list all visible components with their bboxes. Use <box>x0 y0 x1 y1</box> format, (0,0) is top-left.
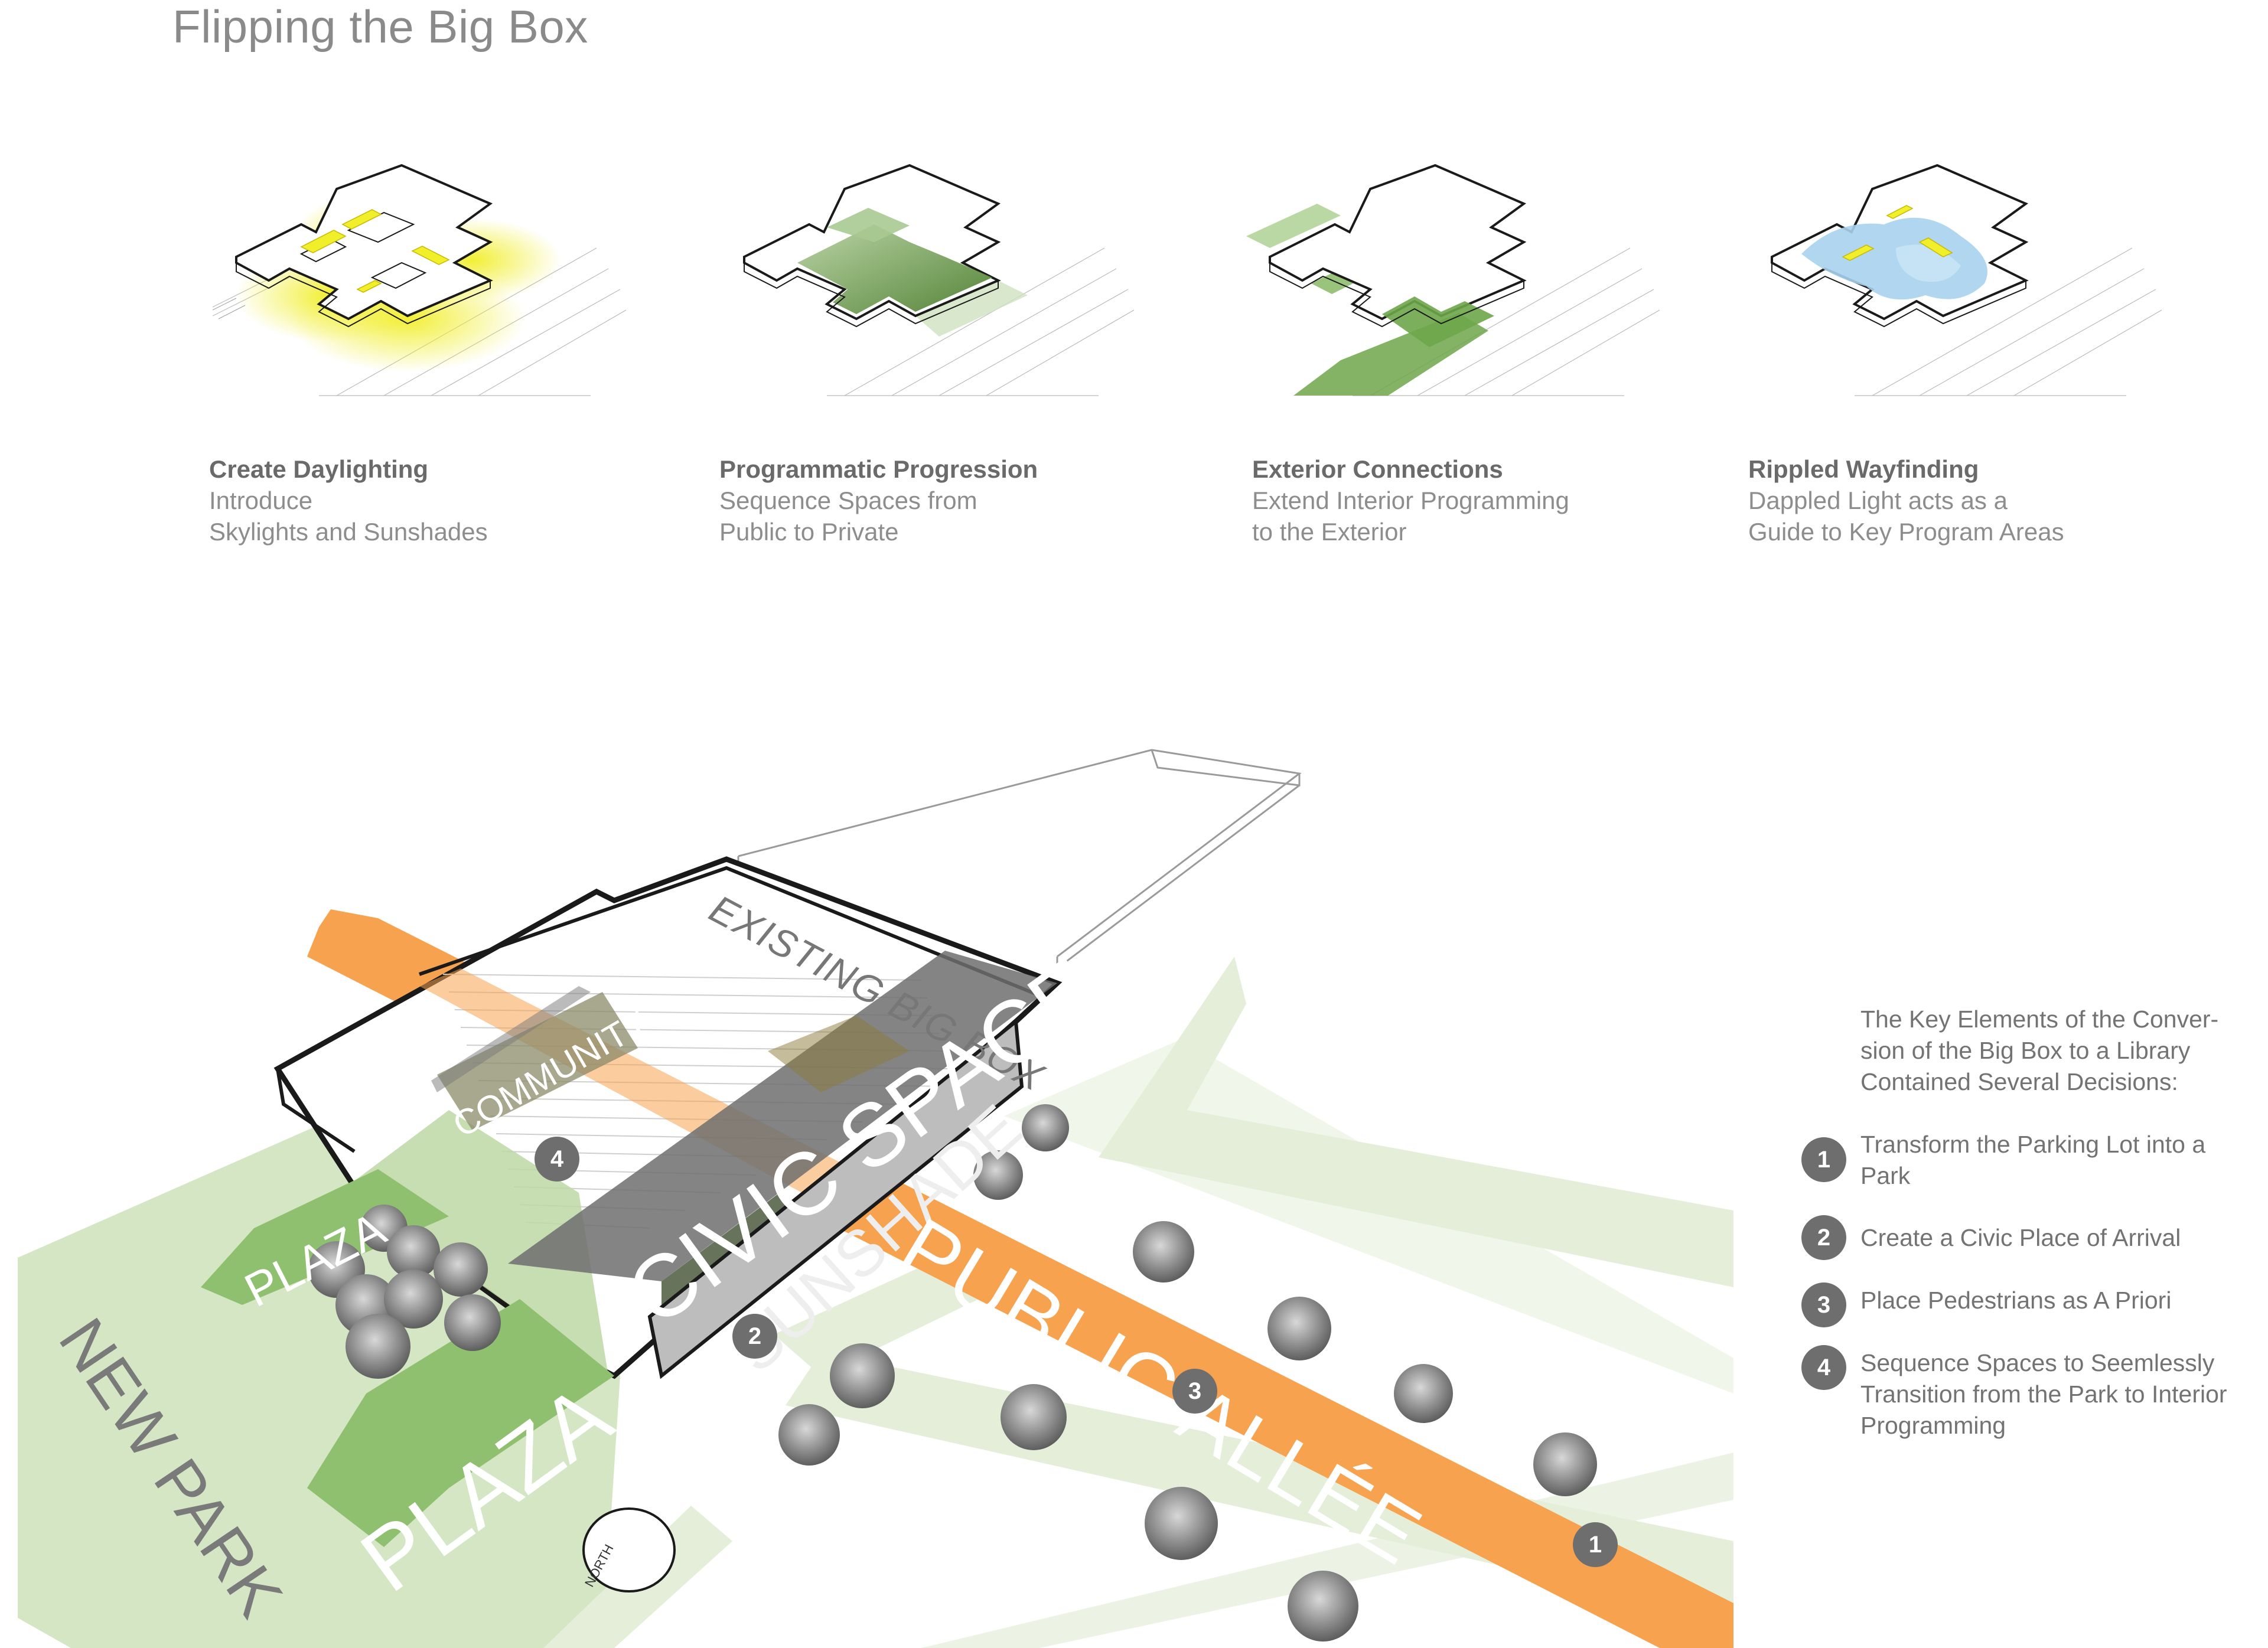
legend-number-badge: 2 <box>1801 1215 1846 1260</box>
caption-line: Guide to Key Program Areas <box>1748 518 2064 546</box>
north-arrow <box>582 1507 676 1592</box>
caption-line: Introduce <box>209 487 313 514</box>
legend-intro-line: Contained Several Decisions: <box>1860 1068 2178 1095</box>
exterior-connections-diagram <box>1246 164 1660 396</box>
caption-line: Dappled Light acts as a <box>1748 487 2008 514</box>
community-block <box>437 992 638 1131</box>
legend-item-text: Create a Civic Place of Arrival <box>1860 1222 2181 1254</box>
caption-exterior-connections: Exterior Connections Extend Interior Pro… <box>1252 453 1569 547</box>
plaza-arrow-small <box>201 1169 449 1305</box>
legend-item-line: Park <box>1860 1162 1911 1189</box>
caption-line: Extend Interior Programming <box>1252 487 1569 514</box>
caption-heading: Programmatic Progression <box>719 455 1038 483</box>
page-title: Flipping the Big Box <box>172 1 588 53</box>
legend-intro-line: The Key Elements of the Conver- <box>1860 1006 2219 1033</box>
caption-heading: Exterior Connections <box>1252 455 1503 483</box>
legend-intro: The Key Elements of the Conver- sion of … <box>1860 1004 2218 1098</box>
marker-1: 1 <box>1573 1522 1618 1567</box>
legend-item-line: Transition from the Park to Interior <box>1860 1381 2227 1408</box>
caption-rippled-wayfinding: Rippled Wayfinding Dappled Light acts as… <box>1748 453 2064 547</box>
daylighting-diagram <box>213 164 626 396</box>
programmatic-progression-diagram <box>743 164 1134 396</box>
trees <box>308 1104 1597 1642</box>
caption-heading: Rippled Wayfinding <box>1748 455 1979 483</box>
marker-4: 4 <box>535 1137 579 1182</box>
legend-item-text: Transform the Parking Lot into a Park <box>1860 1129 2205 1192</box>
legend-number-badge: 3 <box>1801 1282 1846 1327</box>
marker-2: 2 <box>732 1314 777 1359</box>
caption-line: Public to Private <box>719 518 899 546</box>
legend-item-line: Create a Civic Place of Arrival <box>1860 1224 2181 1251</box>
legend-number-badge: 1 <box>1801 1137 1846 1182</box>
caption-line: Skylights and Sunshades <box>209 518 488 546</box>
legend-item-line: Sequence Spaces to Seemlessly <box>1860 1349 2215 1376</box>
legend-item-line: Transform the Parking Lot into a <box>1860 1131 2206 1158</box>
marker-3: 3 <box>1172 1369 1217 1414</box>
legend-item-text: Place Pedestrians as A Priori <box>1860 1285 2171 1316</box>
sunshade-wall <box>647 1018 1024 1379</box>
legend-intro-line: sion of the Big Box to a Library <box>1860 1037 2191 1064</box>
legend-item-text: Sequence Spaces to Seemlessly Transition… <box>1860 1347 2227 1441</box>
caption-programmatic-progression: Programmatic Progression Sequence Spaces… <box>719 453 1038 547</box>
caption-heading: Create Daylighting <box>209 455 429 483</box>
legend-item-line: Place Pedestrians as A Priori <box>1860 1287 2172 1314</box>
civic-space-band <box>508 951 1057 1281</box>
legend-item-line: Programming <box>1860 1412 2006 1439</box>
caption-line: to the Exterior <box>1252 518 1407 546</box>
legend-number-badge: 4 <box>1801 1345 1846 1390</box>
rippled-wayfinding-diagram <box>1771 164 2162 396</box>
caption-daylighting: Create Daylighting Introduce Skylights a… <box>209 453 488 547</box>
plaza-arrow-large <box>307 1299 614 1547</box>
caption-line: Sequence Spaces from <box>719 487 977 514</box>
site-axonometric-diagram <box>18 749 1733 1648</box>
